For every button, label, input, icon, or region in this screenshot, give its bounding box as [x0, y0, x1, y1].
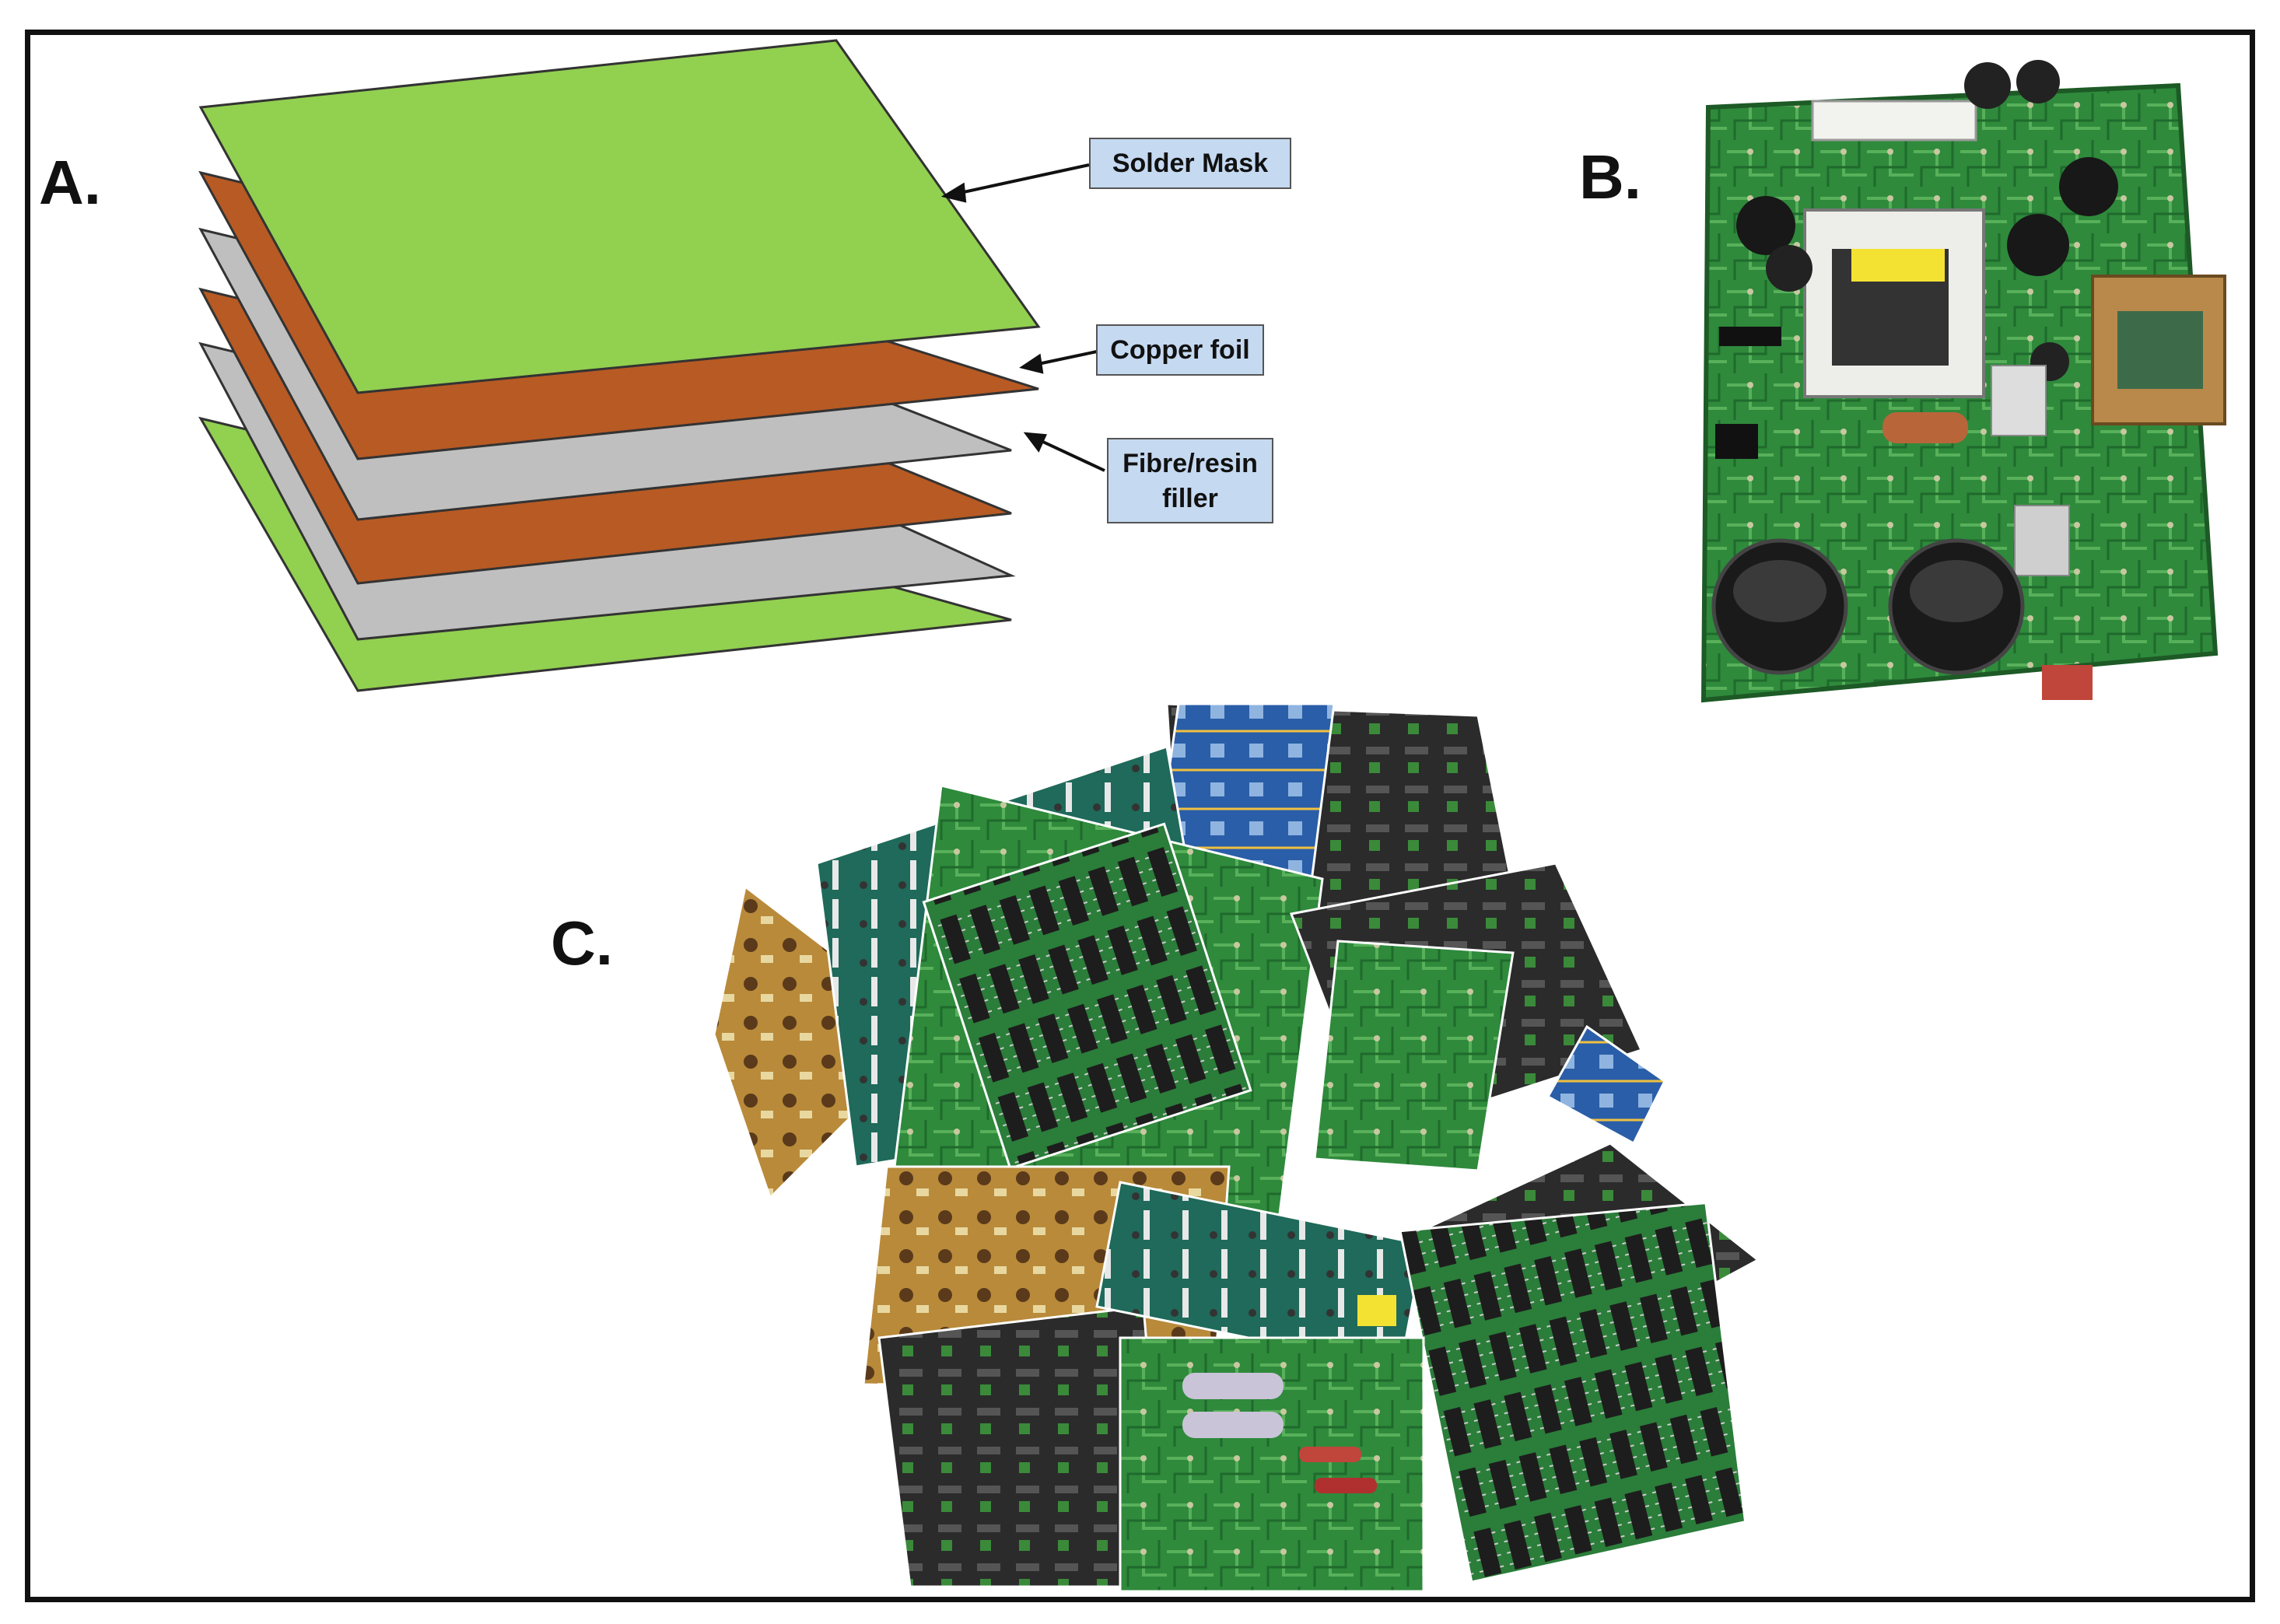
callout-fibre-resin: Fibre/resin filler: [1107, 438, 1273, 523]
layer-stack-diagram: [198, 39, 1041, 692]
callout-fibre-line1: Fibre/resin: [1122, 449, 1258, 478]
callout-copper-foil: Copper foil: [1096, 324, 1264, 376]
callout-fibre-line2: filler: [1162, 484, 1218, 513]
panel-label-a: A.: [39, 148, 101, 217]
callout-copper-foil-label: Copper foil: [1110, 335, 1249, 365]
pcb-collage: [713, 702, 1760, 1593]
panel-label-c: C.: [551, 908, 613, 978]
callout-solder-mask-label: Solder Mask: [1112, 149, 1268, 178]
callout-solder-mask: Solder Mask: [1089, 138, 1291, 189]
panel-label-b: B.: [1579, 142, 1641, 212]
callout-arrows: [940, 163, 1105, 472]
pcb-photo: [1700, 60, 2226, 703]
layer-solder-mask-top: [198, 39, 1041, 394]
